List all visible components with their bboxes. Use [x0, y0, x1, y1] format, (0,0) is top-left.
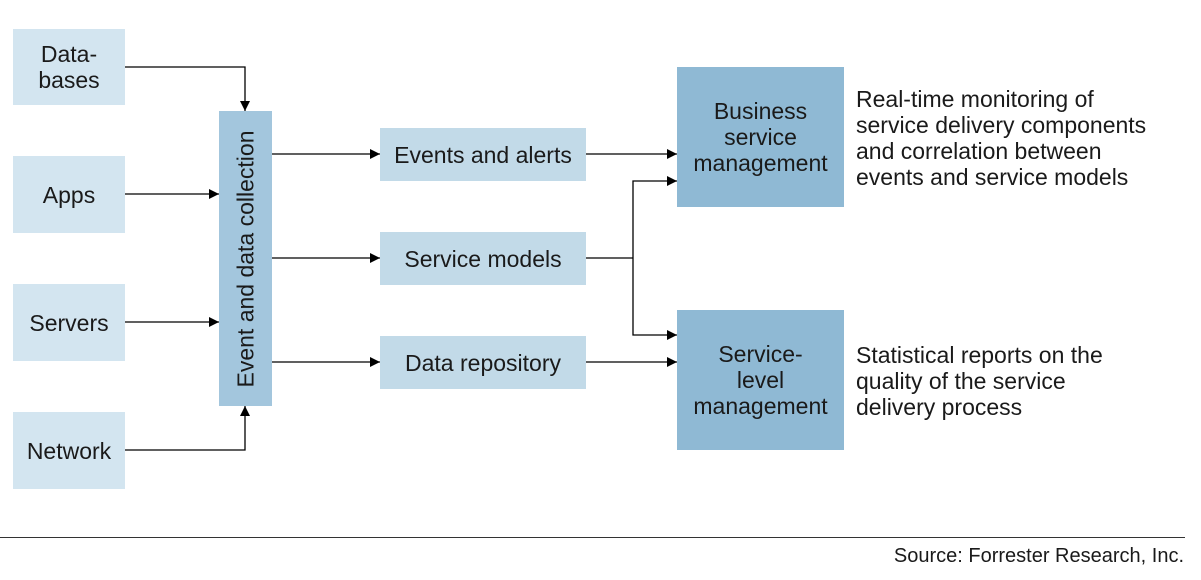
source-box-network: Network — [13, 412, 125, 489]
output-label-events-alerts: Events and alerts — [394, 141, 572, 168]
business-service-management-label: Business service management — [693, 98, 828, 176]
output-label-service-models: Service models — [404, 245, 562, 272]
arrow-models-to-bsm — [632, 176, 677, 258]
footer-rule — [0, 537, 1185, 538]
source-label-network: Network — [26, 437, 112, 464]
source-label-apps: Apps — [42, 181, 96, 208]
source-label-servers: Servers — [29, 309, 109, 336]
output-box-data-repository: Data repository — [380, 336, 586, 389]
business-service-management-box: Business service management — [677, 67, 844, 207]
output-box-service-models: Service models — [380, 232, 586, 285]
arrow-databases-to-collector — [125, 66, 250, 111]
service-level-management-description: Statistical reports on the quality of th… — [856, 342, 1103, 420]
service-level-management-box: Service- level management — [677, 310, 844, 450]
source-box-servers: Servers — [13, 284, 125, 361]
source-note: Source: Forrester Research, Inc. — [893, 545, 1184, 567]
event-data-collection-box: Event and data collection — [219, 111, 272, 406]
arrow-network-to-collector — [125, 406, 250, 451]
service-level-management-label: Service- level management — [693, 341, 828, 419]
output-box-events-alerts: Events and alerts — [380, 128, 586, 181]
output-label-data-repository: Data repository — [405, 349, 561, 376]
business-service-management-description: Real-time monitoring of service delivery… — [856, 86, 1147, 190]
arrow-models-to-slm — [632, 258, 677, 340]
source-label-databases: Data- bases — [38, 41, 100, 93]
source-box-apps: Apps — [13, 156, 125, 233]
source-box-databases: Data- bases — [13, 29, 125, 105]
